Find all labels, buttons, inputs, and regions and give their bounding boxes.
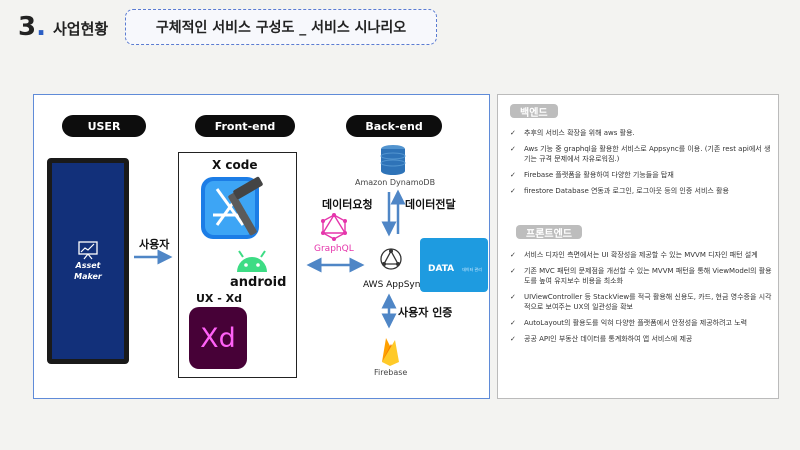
check-icon: ✓ <box>510 251 516 259</box>
xcode-hammer-icon <box>201 176 263 239</box>
list-item: ✓ UIViewController 등 StackView를 적극 활용해 신용… <box>510 292 772 312</box>
xd-glyph: Xd <box>200 322 236 354</box>
user-auth-label: 사용자 인증 <box>398 306 453 319</box>
list-item-text: 서비스 디자인 측면에서는 UI 확장성을 제공할 수 있는 MVVM 디자인 … <box>524 251 758 259</box>
list-item: ✓ AutoLayout의 활용도를 익혀 다양한 플랫폼에서 안정성을 제공하려… <box>510 318 772 328</box>
list-item-text: 공공 API인 부동산 데이터를 통계화하여 앱 서비스에 제공 <box>524 335 693 343</box>
appsync-icon <box>380 248 402 270</box>
list-item-text: 추후의 서비스 확장을 위해 aws 활용. <box>524 129 635 137</box>
data-delivery-label: 데이터전달 <box>405 198 456 211</box>
slide-title-box: 구체적인 서비스 구성도 _ 서비스 시나리오 <box>125 9 437 45</box>
adobe-xd-icon: Xd <box>189 307 247 369</box>
chart-board-icon <box>78 241 98 260</box>
check-icon: ✓ <box>510 187 516 195</box>
appsync-label: AWS AppSync <box>363 280 426 290</box>
firebase-icon <box>382 338 399 366</box>
backend-list: ✓ 추후의 서비스 확장을 위해 aws 활용. ✓ Aws 기능 중 graphql… <box>510 128 772 202</box>
check-icon: ✓ <box>510 319 516 327</box>
list-item-text: 기존 MVC 패턴의 문제점을 개선할 수 있는 MVVM 패턴을 통해 Vie… <box>524 267 772 285</box>
list-item-text: firestore Database 연동과 로그인, 로그아웃 등의 인증 서… <box>524 187 729 195</box>
check-icon: ✓ <box>510 293 516 301</box>
list-item: ✓ 기존 MVC 패턴의 문제점을 개선할 수 있는 MVVM 패턴을 통해 Vi… <box>510 266 772 286</box>
list-item: ✓ 공공 API인 부동산 데이터를 통계화하여 앱 서비스에 제공 <box>510 334 772 344</box>
xcode-label: X code <box>212 158 258 172</box>
list-item: ✓ Firebase 플랫폼을 활용하여 다양한 기능들을 탑재 <box>510 170 772 180</box>
dynamodb-icon <box>380 145 406 175</box>
check-icon: ✓ <box>510 145 516 153</box>
data-request-label: 데이터요청 <box>322 198 373 211</box>
graphql-label: GraphQL <box>314 244 354 254</box>
app-screen: Asset Maker <box>52 163 124 359</box>
graphql-icon <box>321 213 347 241</box>
check-icon: ✓ <box>510 129 516 137</box>
list-item-text: AutoLayout의 활용도를 익혀 다양한 플랫폼에서 안정성을 제공하려고… <box>524 319 748 327</box>
list-item: ✓ Aws 기능 중 graphql을 활용한 서비스로 Appsync를 이용.… <box>510 144 772 164</box>
list-item-text: Firebase 플랫폼을 활용하여 다양한 기능들을 탑재 <box>524 171 674 179</box>
uxxd-label: UX - Xd <box>196 292 242 305</box>
user-edge-label: 사용자 <box>139 238 170 251</box>
frontend-list: ✓ 서비스 디자인 측면에서는 UI 확장성을 제공할 수 있는 MVVM 디자인… <box>510 250 772 350</box>
data-card: DATA 데이터 관리 <box>420 238 488 292</box>
phone-mockup: Asset Maker <box>47 158 129 364</box>
description-panel <box>497 94 779 399</box>
section-number: 3. <box>18 12 46 42</box>
list-item: ✓ firestore Database 연동과 로그인, 로그아웃 등의 인증 … <box>510 186 772 196</box>
section-title: 사업현황 <box>53 20 109 38</box>
list-item: ✓ 서비스 디자인 측면에서는 UI 확장성을 제공할 수 있는 MVVM 디자인… <box>510 250 772 260</box>
dynamodb-label: Amazon DynamoDB <box>355 178 436 187</box>
android-robot-icon <box>237 250 267 272</box>
slide-title: 구체적인 서비스 구성도 _ 서비스 시나리오 <box>155 20 407 36</box>
android-label: android <box>230 275 287 290</box>
check-icon: ✓ <box>510 335 516 343</box>
list-item-text: UIViewController 등 StackView를 적극 활용해 신용도… <box>524 293 772 311</box>
app-name-line1: Asset <box>75 261 101 270</box>
list-item: ✓ 추후의 서비스 확장을 위해 aws 활용. <box>510 128 772 138</box>
data-card-subtitle: 데이터 관리 <box>462 267 482 272</box>
check-icon: ✓ <box>510 267 516 275</box>
app-name-line2: Maker <box>74 272 102 281</box>
column-user: USER <box>62 115 146 137</box>
data-card-title: DATA <box>428 264 455 274</box>
list-item-text: Aws 기능 중 graphql을 활용한 서비스로 Appsync를 이용. … <box>524 145 771 163</box>
frontend-section-title: 프론트엔드 <box>516 225 582 240</box>
backend-section-title: 백엔드 <box>510 104 558 119</box>
check-icon: ✓ <box>510 171 516 179</box>
column-backend: Back-end <box>346 115 442 137</box>
column-frontend: Front-end <box>195 115 295 137</box>
firebase-label: Firebase <box>374 368 408 377</box>
